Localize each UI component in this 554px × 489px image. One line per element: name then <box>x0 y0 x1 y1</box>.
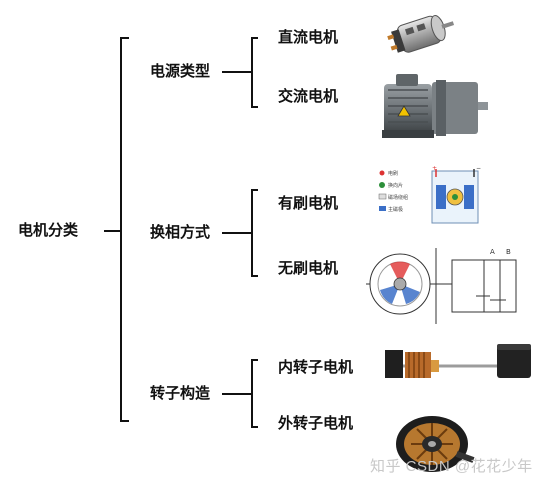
svg-text:+: + <box>432 165 437 172</box>
legend-field-winding: 磁场绕组 <box>388 194 408 201</box>
terminal-b-label: B <box>506 248 511 256</box>
brushed-motor-diagram: 电刷 换向片 磁场绕组 主磁极 + − <box>378 165 481 224</box>
item-dc-motor: 直流电机 <box>278 29 339 46</box>
item-brushed-motor: 有刷电机 <box>278 195 339 212</box>
svg-text:−: − <box>476 165 481 172</box>
item-outer-rotor: 外转子电机 <box>278 415 354 432</box>
group-label-rotor: 转子构造 <box>150 385 211 402</box>
legend-commutator: 换向片 <box>388 182 403 189</box>
item-brushless-motor: 无刷电机 <box>278 260 339 277</box>
item-inner-rotor: 内转子电机 <box>278 359 354 376</box>
group-label-commutation: 换相方式 <box>150 224 211 241</box>
terminal-a-label: A <box>490 248 495 256</box>
inner-rotor-image <box>385 344 531 378</box>
outer-rotor-image <box>396 416 475 472</box>
dc-motor-image <box>387 15 455 53</box>
item-ac-motor: 交流电机 <box>278 88 339 105</box>
root-label: 电机分类 <box>18 222 79 239</box>
legend-main-pole: 主磁极 <box>388 206 403 213</box>
brushless-motor-diagram: A B <box>366 248 517 324</box>
watermark: 知乎 CSDN @花花少年 <box>370 458 533 475</box>
group-label-power-type: 电源类型 <box>150 63 211 80</box>
ac-motor-image <box>382 74 488 138</box>
legend-brush: 电刷 <box>388 170 398 177</box>
